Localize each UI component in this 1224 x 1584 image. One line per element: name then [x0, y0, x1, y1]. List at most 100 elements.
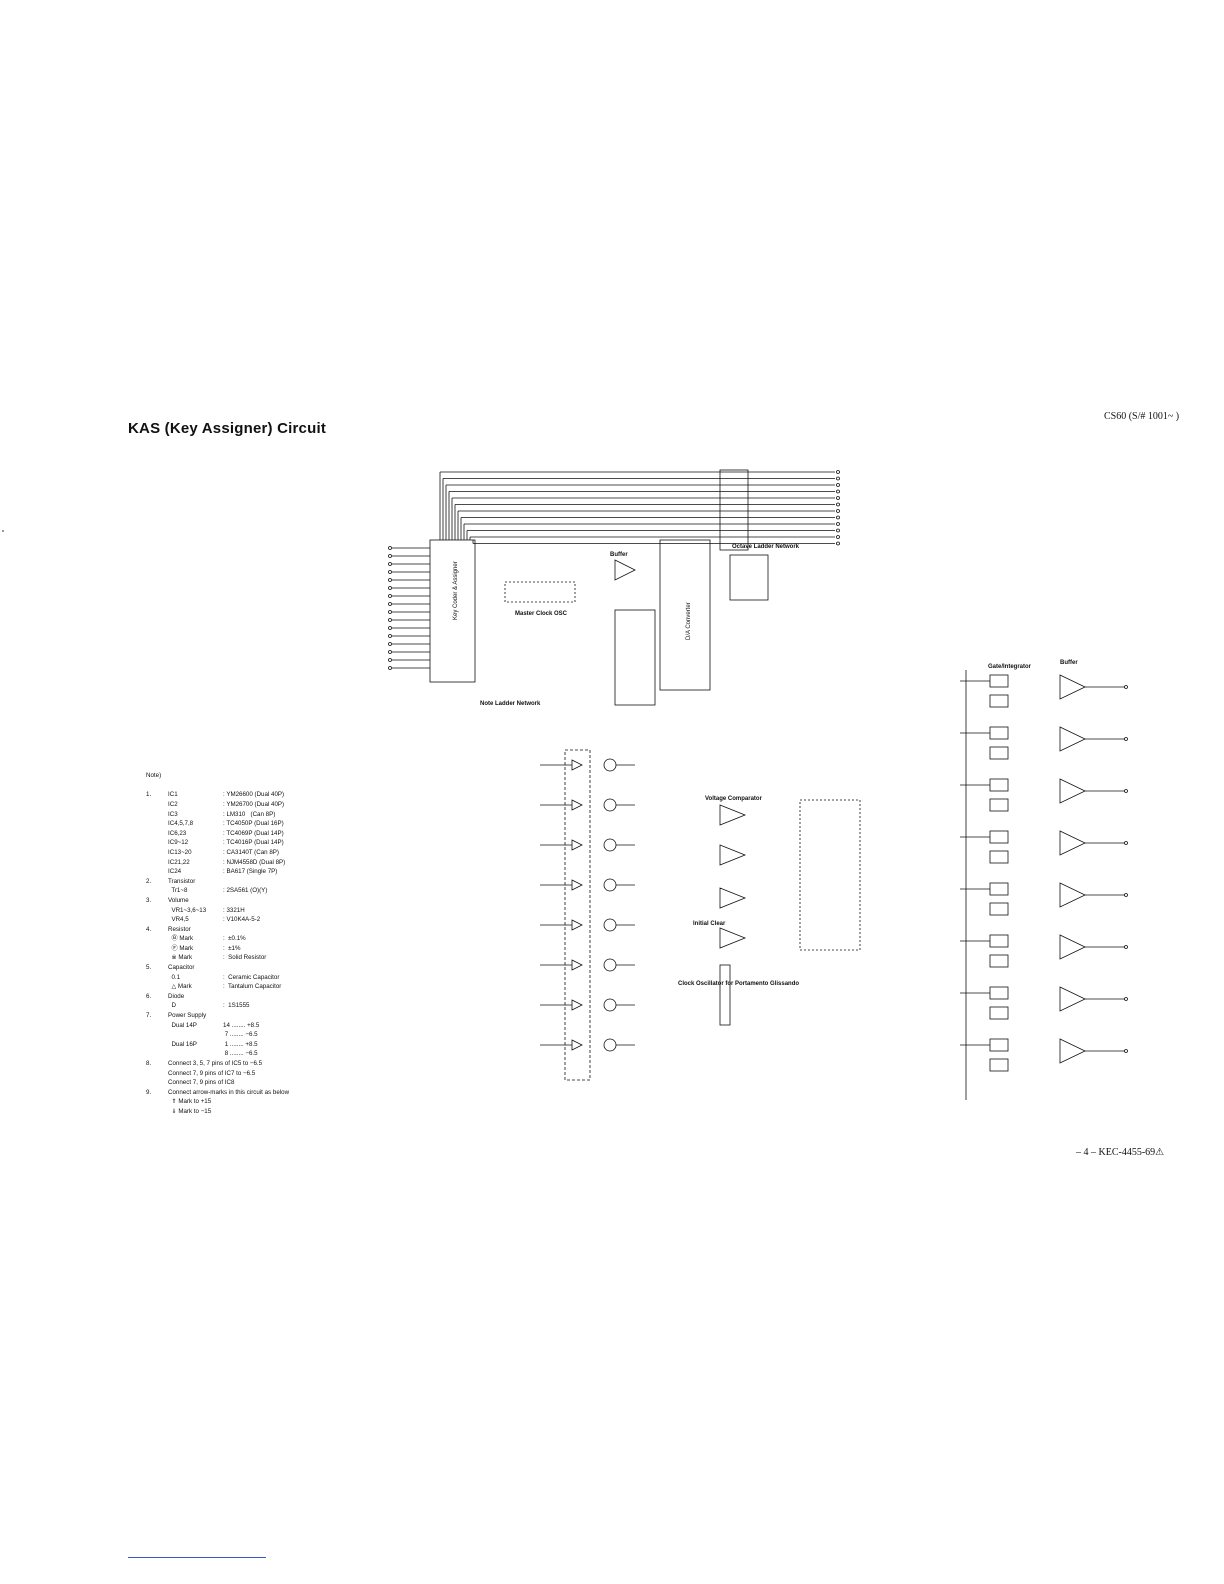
note-row: ⇑ Mark to +15: [146, 1097, 289, 1107]
note-number: [146, 858, 168, 868]
note-row: IC13~20: CA3140T (Can 8P): [146, 848, 289, 858]
terminal: [836, 541, 840, 546]
output-channels: [960, 670, 1128, 1100]
buffer-symbol: [571, 959, 583, 971]
opamp-symbol: [1059, 1038, 1086, 1064]
opamp-symbol: [1059, 986, 1086, 1012]
opamp-symbol: [1059, 726, 1086, 752]
bottom-link-line: [128, 1557, 266, 1558]
ic1-label: Key Coder & Assigner: [453, 561, 459, 620]
input-terminal: [388, 554, 392, 558]
gate-ic: [989, 674, 1009, 688]
transistor-column: [540, 749, 635, 1081]
note-row: 8.Connect 3, 5, 7 pins of IC5 to −6.5: [146, 1059, 289, 1069]
input-terminal: [388, 634, 392, 638]
notes-block: Note) 1.IC1: YM26600 (Dual 40P)IC2: YM26…: [146, 752, 289, 1117]
terminal: [836, 470, 840, 474]
opamp-symbol: [1059, 778, 1086, 804]
note-key: ⇑ Mark to +15: [168, 1098, 212, 1106]
gate-integrator-label: Gate/Integrator: [988, 664, 1032, 670]
input-terminal: [388, 594, 392, 598]
note-row: Dual 16P 1 ........ +8.5: [146, 1040, 289, 1050]
terminal: [836, 509, 840, 513]
note-key: VR4,5: [168, 916, 189, 924]
note-ladder-label: Note Ladder Network: [480, 701, 541, 707]
note-number: 9.: [146, 1088, 152, 1096]
notes-header: Note): [146, 772, 162, 780]
note-number: [146, 810, 168, 820]
note-row: △ Mark: Tantalum Capacitor: [146, 982, 289, 992]
buffer-symbol: [571, 759, 583, 771]
gate-ic: [989, 830, 1009, 844]
transistor-symbol: [603, 758, 617, 772]
gate-ic: [989, 1006, 1009, 1020]
note-number: [146, 982, 168, 992]
input-terminal: [388, 578, 392, 582]
model-label: CS60 (S/# 1001~ ): [1104, 411, 1180, 422]
note-row: IC24: BA617 (Single 7P): [146, 867, 289, 877]
note-value: : YM26700 (Dual 40P): [223, 800, 285, 808]
note-key: Ⓕ Mark: [168, 944, 194, 952]
note-row: 7.Power Supply: [146, 1011, 289, 1021]
note-value: 14 ........ +8.5: [223, 1021, 260, 1029]
note-number: [146, 906, 168, 916]
note-key: IC3: [168, 810, 178, 818]
margin-mark: [2, 530, 4, 532]
ic2-block: [659, 539, 711, 691]
note-row: 1.IC1: YM26600 (Dual 40P): [146, 790, 289, 800]
voltage-comparator-label: Voltage Comparator: [705, 796, 763, 802]
note-number: 5.: [146, 964, 152, 972]
buffer-symbol: [571, 999, 583, 1011]
note-value: : Solid Resistor: [223, 954, 267, 962]
note-row: VR4,5 : V10K4A-5-2: [146, 915, 289, 925]
note-row: IC21,22: NJM4558D (Dual 8P): [146, 858, 289, 868]
octave-ladder-label: Octave Ladder Network: [732, 544, 800, 550]
gate-ic: [989, 1038, 1009, 1052]
note-key: Dual 14P: [168, 1021, 197, 1029]
initial-clear-label: Initial Clear: [693, 921, 726, 927]
note-key: IC1: [168, 791, 178, 799]
note-key: Capacitor: [168, 964, 195, 972]
buffer-top-label: Buffer: [610, 552, 628, 558]
note-key: Connect 3, 5, 7 pins of IC5 to −6.5: [168, 1060, 263, 1067]
note-value: : YM26600 (Dual 40P): [223, 791, 285, 799]
gate-ic: [989, 1058, 1009, 1072]
opamp-symbol: [1059, 882, 1086, 908]
note-key: Diode: [168, 992, 185, 1000]
note-row: IC3: LM310 (Can 8P): [146, 810, 289, 820]
buffer-symbol: [571, 1039, 583, 1051]
input-terminal: [388, 658, 392, 662]
note-value: : Ceramic Capacitor: [223, 973, 280, 981]
note-key: Tr1~8: [168, 887, 188, 895]
page-footer: – 4 – KEC-4455-69⚠: [1076, 1147, 1165, 1158]
note-number: [146, 867, 168, 877]
gate-ic: [989, 986, 1009, 1000]
transistor-symbol: [603, 1038, 617, 1052]
transistor-symbol: [603, 878, 617, 892]
terminal: [836, 483, 840, 487]
note-key: Connect 7, 9 pins of IC7 to −6.5: [168, 1069, 256, 1077]
ic2-label: D/A Converter: [686, 602, 692, 640]
gate-ic: [989, 934, 1009, 948]
note-value: : V10K4A-5-2: [223, 916, 261, 924]
note-row: IC6,23: TC4069P (Dual 14P): [146, 829, 289, 839]
note-number: [146, 819, 168, 829]
gate-ic: [989, 726, 1009, 740]
input-pins: [388, 546, 430, 670]
note-number: [146, 1030, 168, 1040]
note-key: Ⓑ Mark: [168, 935, 194, 943]
note-key: IC21,22: [168, 858, 190, 866]
note-row: Tr1~8: 2SA561 (O)(Y): [146, 886, 289, 896]
buffer-symbol: [571, 919, 583, 931]
input-terminal: [388, 602, 392, 606]
note-key: 0.1: [168, 973, 181, 981]
buffer-symbol: [571, 799, 583, 811]
terminal: [836, 522, 840, 526]
note-key: Power Supply: [168, 1012, 207, 1020]
input-terminal: [388, 626, 392, 630]
note-number: 4.: [146, 925, 152, 933]
note-key: △ Mark: [168, 983, 192, 991]
note-number: [146, 1021, 168, 1031]
note-number: [146, 953, 168, 963]
note-key: IC9~12: [168, 839, 189, 847]
